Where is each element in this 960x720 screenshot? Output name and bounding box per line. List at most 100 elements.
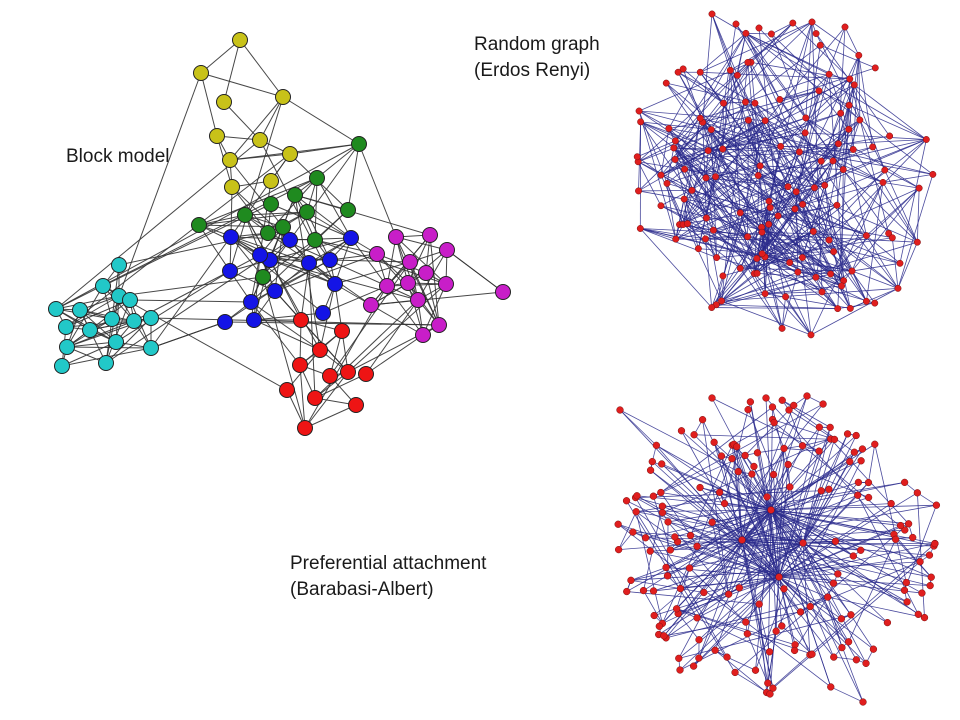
random-graph-edge xyxy=(673,147,758,259)
random-graph-edge xyxy=(705,177,758,259)
preferential-attachment-edge xyxy=(770,509,921,563)
block-model-node-blue xyxy=(301,255,317,271)
preferential-attachment-edge xyxy=(741,539,908,603)
random-graph-edge xyxy=(761,21,813,233)
preferential-attachment-node xyxy=(769,684,777,692)
preferential-attachment-node xyxy=(883,618,892,627)
block-model-node-blue xyxy=(267,283,283,299)
random-graph-edge xyxy=(882,182,920,189)
preferential-attachment-node xyxy=(750,462,758,471)
random-graph-edge xyxy=(707,150,899,289)
block-model-node-blue xyxy=(222,263,238,279)
preferential-attachment-edge xyxy=(739,576,780,589)
preferential-attachment-node xyxy=(614,545,623,554)
preferential-attachment-node xyxy=(649,492,658,500)
block-model-edge xyxy=(65,153,291,328)
preferential-attachment-edge xyxy=(802,433,848,544)
random-graph-edge xyxy=(674,148,723,160)
block-model-node-red xyxy=(307,390,323,406)
random-graph-edge xyxy=(660,205,901,264)
random-graph-node xyxy=(657,202,665,210)
preferential-attachment-edge xyxy=(741,497,869,541)
preferential-attachment-node xyxy=(864,478,873,487)
block-model-node-magenta xyxy=(431,317,447,333)
preferential-attachment-edge xyxy=(689,539,743,569)
block-model-edge xyxy=(55,295,120,310)
preferential-attachment-edge xyxy=(778,451,820,578)
preferential-attachment-edge xyxy=(770,395,808,511)
preferential-attachment-edge xyxy=(656,445,804,544)
block-model-edge xyxy=(223,101,261,141)
random-graph-node xyxy=(753,255,761,262)
block-model-edge xyxy=(229,237,352,272)
preferential-attachment-node xyxy=(662,563,670,572)
random-graph-edge xyxy=(691,190,707,219)
random-graph-node xyxy=(809,228,817,235)
preferential-attachment-node xyxy=(690,431,698,439)
block-model-label-text: Block model xyxy=(66,146,170,167)
preferential-attachment-node xyxy=(672,605,681,613)
preferential-attachment-edge xyxy=(679,596,828,671)
preferential-attachment-node xyxy=(891,535,900,543)
preferential-attachment-edge xyxy=(737,471,772,511)
preferential-attachment-node xyxy=(857,546,865,554)
preferential-attachment-edge xyxy=(736,446,743,541)
preferential-attachment-edge xyxy=(770,509,836,542)
block-model-node-green xyxy=(309,170,325,186)
random-graph-edge xyxy=(721,287,899,302)
preferential-attachment-node xyxy=(731,668,739,677)
random-graph-node xyxy=(830,248,838,256)
random-graph-node xyxy=(684,220,691,228)
block-model-edge xyxy=(370,304,424,336)
block-model-edge xyxy=(334,237,352,285)
preferential-attachment-edge xyxy=(662,512,804,544)
block-model-node-cyan xyxy=(82,322,98,338)
preferential-attachment-node xyxy=(859,698,867,706)
block-model-edge xyxy=(250,301,301,366)
random-graph-label-line2: (Erdos Renyi) xyxy=(474,60,591,81)
preferential-attachment-node xyxy=(616,406,624,414)
random-graph-node xyxy=(708,10,716,18)
block-model-edge xyxy=(223,39,241,103)
random-graph-node xyxy=(702,214,710,222)
block-model-node-cyan xyxy=(95,278,111,294)
block-model-edge xyxy=(105,299,131,364)
random-graph-node xyxy=(922,136,930,143)
random-graph-edge xyxy=(811,21,860,56)
block-model-node-blue xyxy=(243,294,259,310)
block-model-node-green xyxy=(299,204,315,220)
random-graph-node xyxy=(704,147,712,155)
block-model-node-green xyxy=(237,207,253,223)
preferential-attachment-edge xyxy=(632,531,780,578)
block-model-edge xyxy=(282,96,360,145)
random-graph-node xyxy=(767,30,775,38)
preferential-attachment-node xyxy=(708,394,716,402)
preferential-attachment-node xyxy=(717,452,726,460)
random-graph-node xyxy=(794,268,802,276)
random-graph-edge xyxy=(841,169,844,286)
random-graph-node xyxy=(708,304,716,311)
random-graph-edge xyxy=(707,150,853,272)
random-graph-edge xyxy=(675,217,707,240)
random-graph-edge xyxy=(842,129,850,170)
preferential-attachment-node xyxy=(830,435,839,444)
random-graph-edge xyxy=(748,120,770,202)
block-model-edge xyxy=(395,236,447,285)
block-model-node-yellow xyxy=(282,146,298,162)
random-graph-node xyxy=(848,267,856,275)
block-model-node-red xyxy=(293,312,309,328)
random-graph-node xyxy=(812,273,820,281)
preferential-attachment-edge xyxy=(663,509,772,637)
block-model-edge xyxy=(446,249,504,293)
random-graph-node xyxy=(755,24,763,32)
random-graph-edge xyxy=(711,90,820,131)
block-model-edge xyxy=(395,236,448,251)
preferential-attachment-node xyxy=(649,587,658,595)
random-graph-edge xyxy=(674,159,699,249)
block-model-edge xyxy=(253,254,261,321)
random-graph-edge xyxy=(805,132,927,140)
preferential-attachment-node xyxy=(843,430,852,438)
block-model-edge xyxy=(65,320,135,328)
preferential-attachment-edge xyxy=(696,458,733,547)
random-graph-edge xyxy=(750,62,867,302)
